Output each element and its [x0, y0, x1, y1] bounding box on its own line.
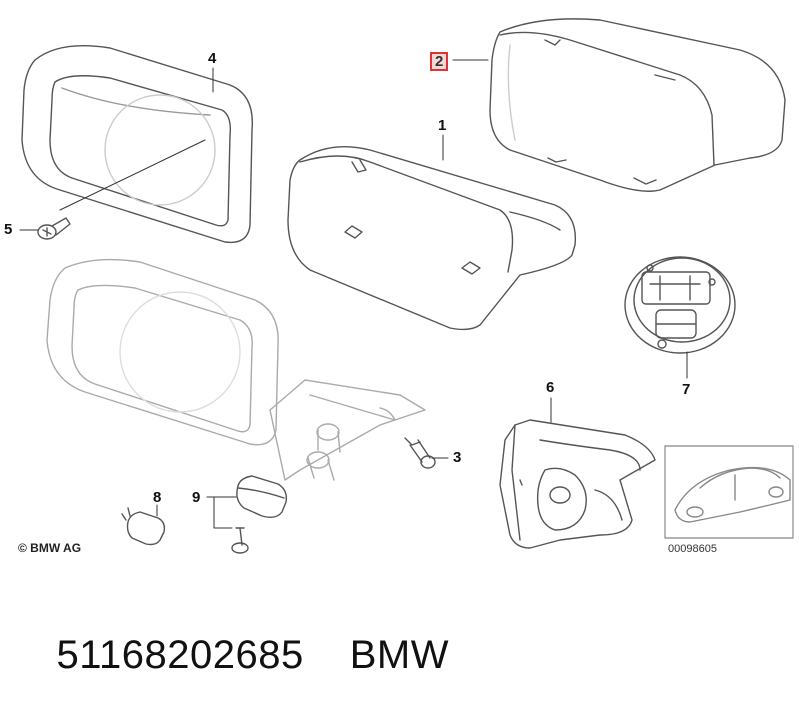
mirror-cap-part-1	[287, 145, 577, 331]
clip-part-9	[231, 475, 288, 554]
callout-6: 6	[546, 379, 555, 396]
assembled-mirror-ghost	[46, 258, 426, 481]
mirror-base-part-6	[499, 419, 656, 549]
callout-7: 7	[682, 381, 691, 398]
callout-5: 5	[4, 221, 13, 238]
callout-4: 4	[208, 50, 217, 67]
callout-8: 8	[153, 489, 162, 506]
mirror-motor-part-7	[624, 256, 736, 354]
caption: 51168202685 BMW	[10, 588, 449, 723]
brand-name: BMW	[349, 633, 449, 677]
leader-lines	[19, 59, 688, 529]
bolt-part-3	[404, 437, 436, 469]
mirror-glass-frame-part-4	[21, 45, 254, 244]
callout-2-highlighted: 2	[430, 52, 449, 71]
callout-1: 1	[438, 117, 447, 134]
car-inset	[664, 445, 794, 539]
copyright-text: © BMW AG	[18, 541, 82, 555]
part-number: 51168202685	[56, 633, 304, 677]
callout-3: 3	[453, 449, 462, 466]
callout-9: 9	[192, 489, 201, 506]
diagram-drawing	[19, 18, 794, 554]
image-code: 00098605	[668, 543, 717, 555]
screw-part-5	[37, 217, 71, 240]
connector-part-8	[121, 507, 166, 546]
outer-cap-part-2	[489, 18, 786, 192]
parts-diagram: 4 2 1 5 3 6 7 8 9 © BMW AG 00098605 5116…	[4, 18, 794, 677]
